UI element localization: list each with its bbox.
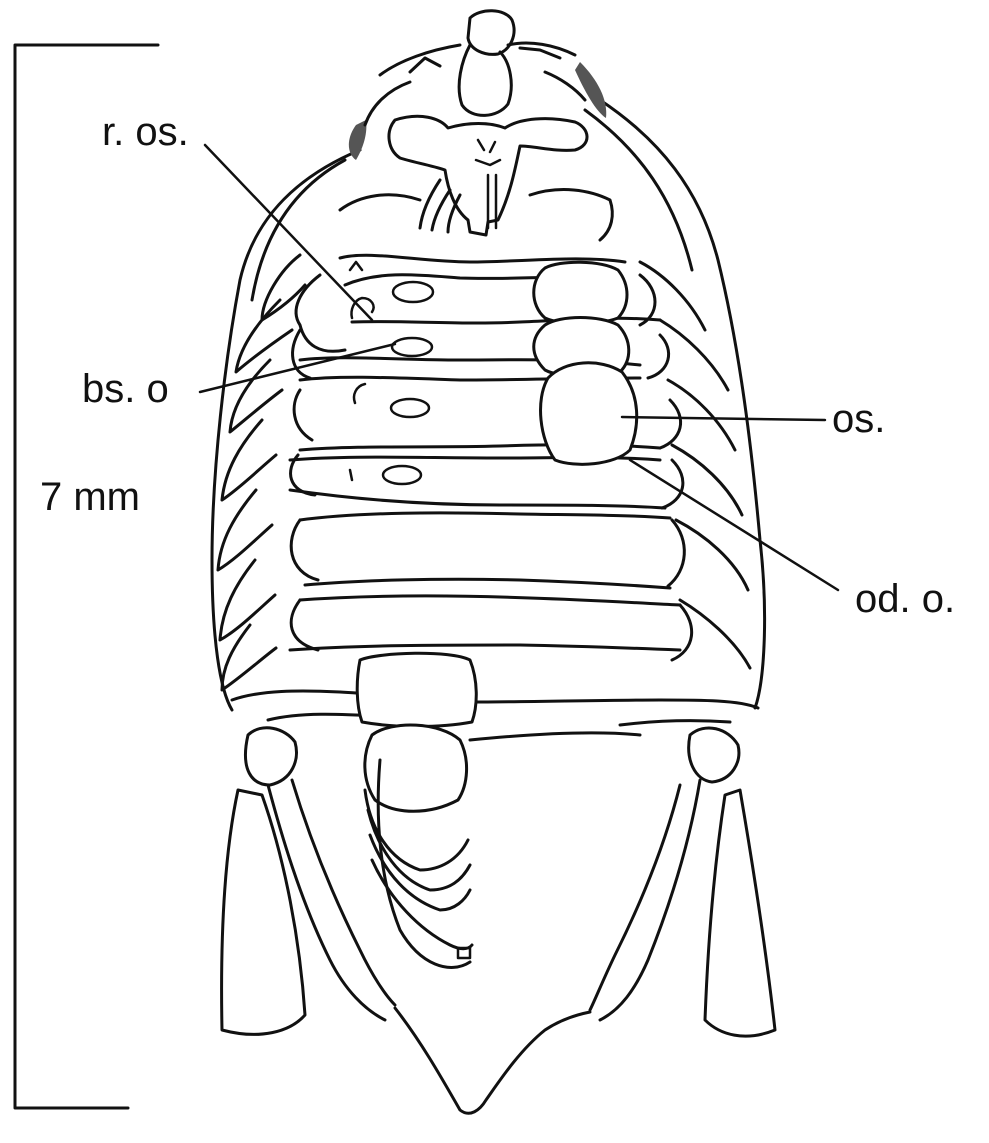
label-od-o: od. o. [855, 577, 955, 621]
label-bs-o: bs. o [82, 367, 169, 411]
leader-lines [200, 145, 838, 590]
brood-openings [350, 262, 433, 484]
right-coxal-plates [640, 262, 750, 668]
oostegites [534, 262, 637, 464]
scale-bar [15, 45, 158, 1108]
label-os: os. [832, 397, 885, 441]
label-r-os: r. os. [102, 110, 189, 154]
left-coxal-plates [218, 255, 345, 690]
scale-label: 7 mm [40, 475, 140, 519]
body-outline [212, 62, 765, 710]
uropods [222, 728, 775, 1113]
head [340, 11, 612, 240]
